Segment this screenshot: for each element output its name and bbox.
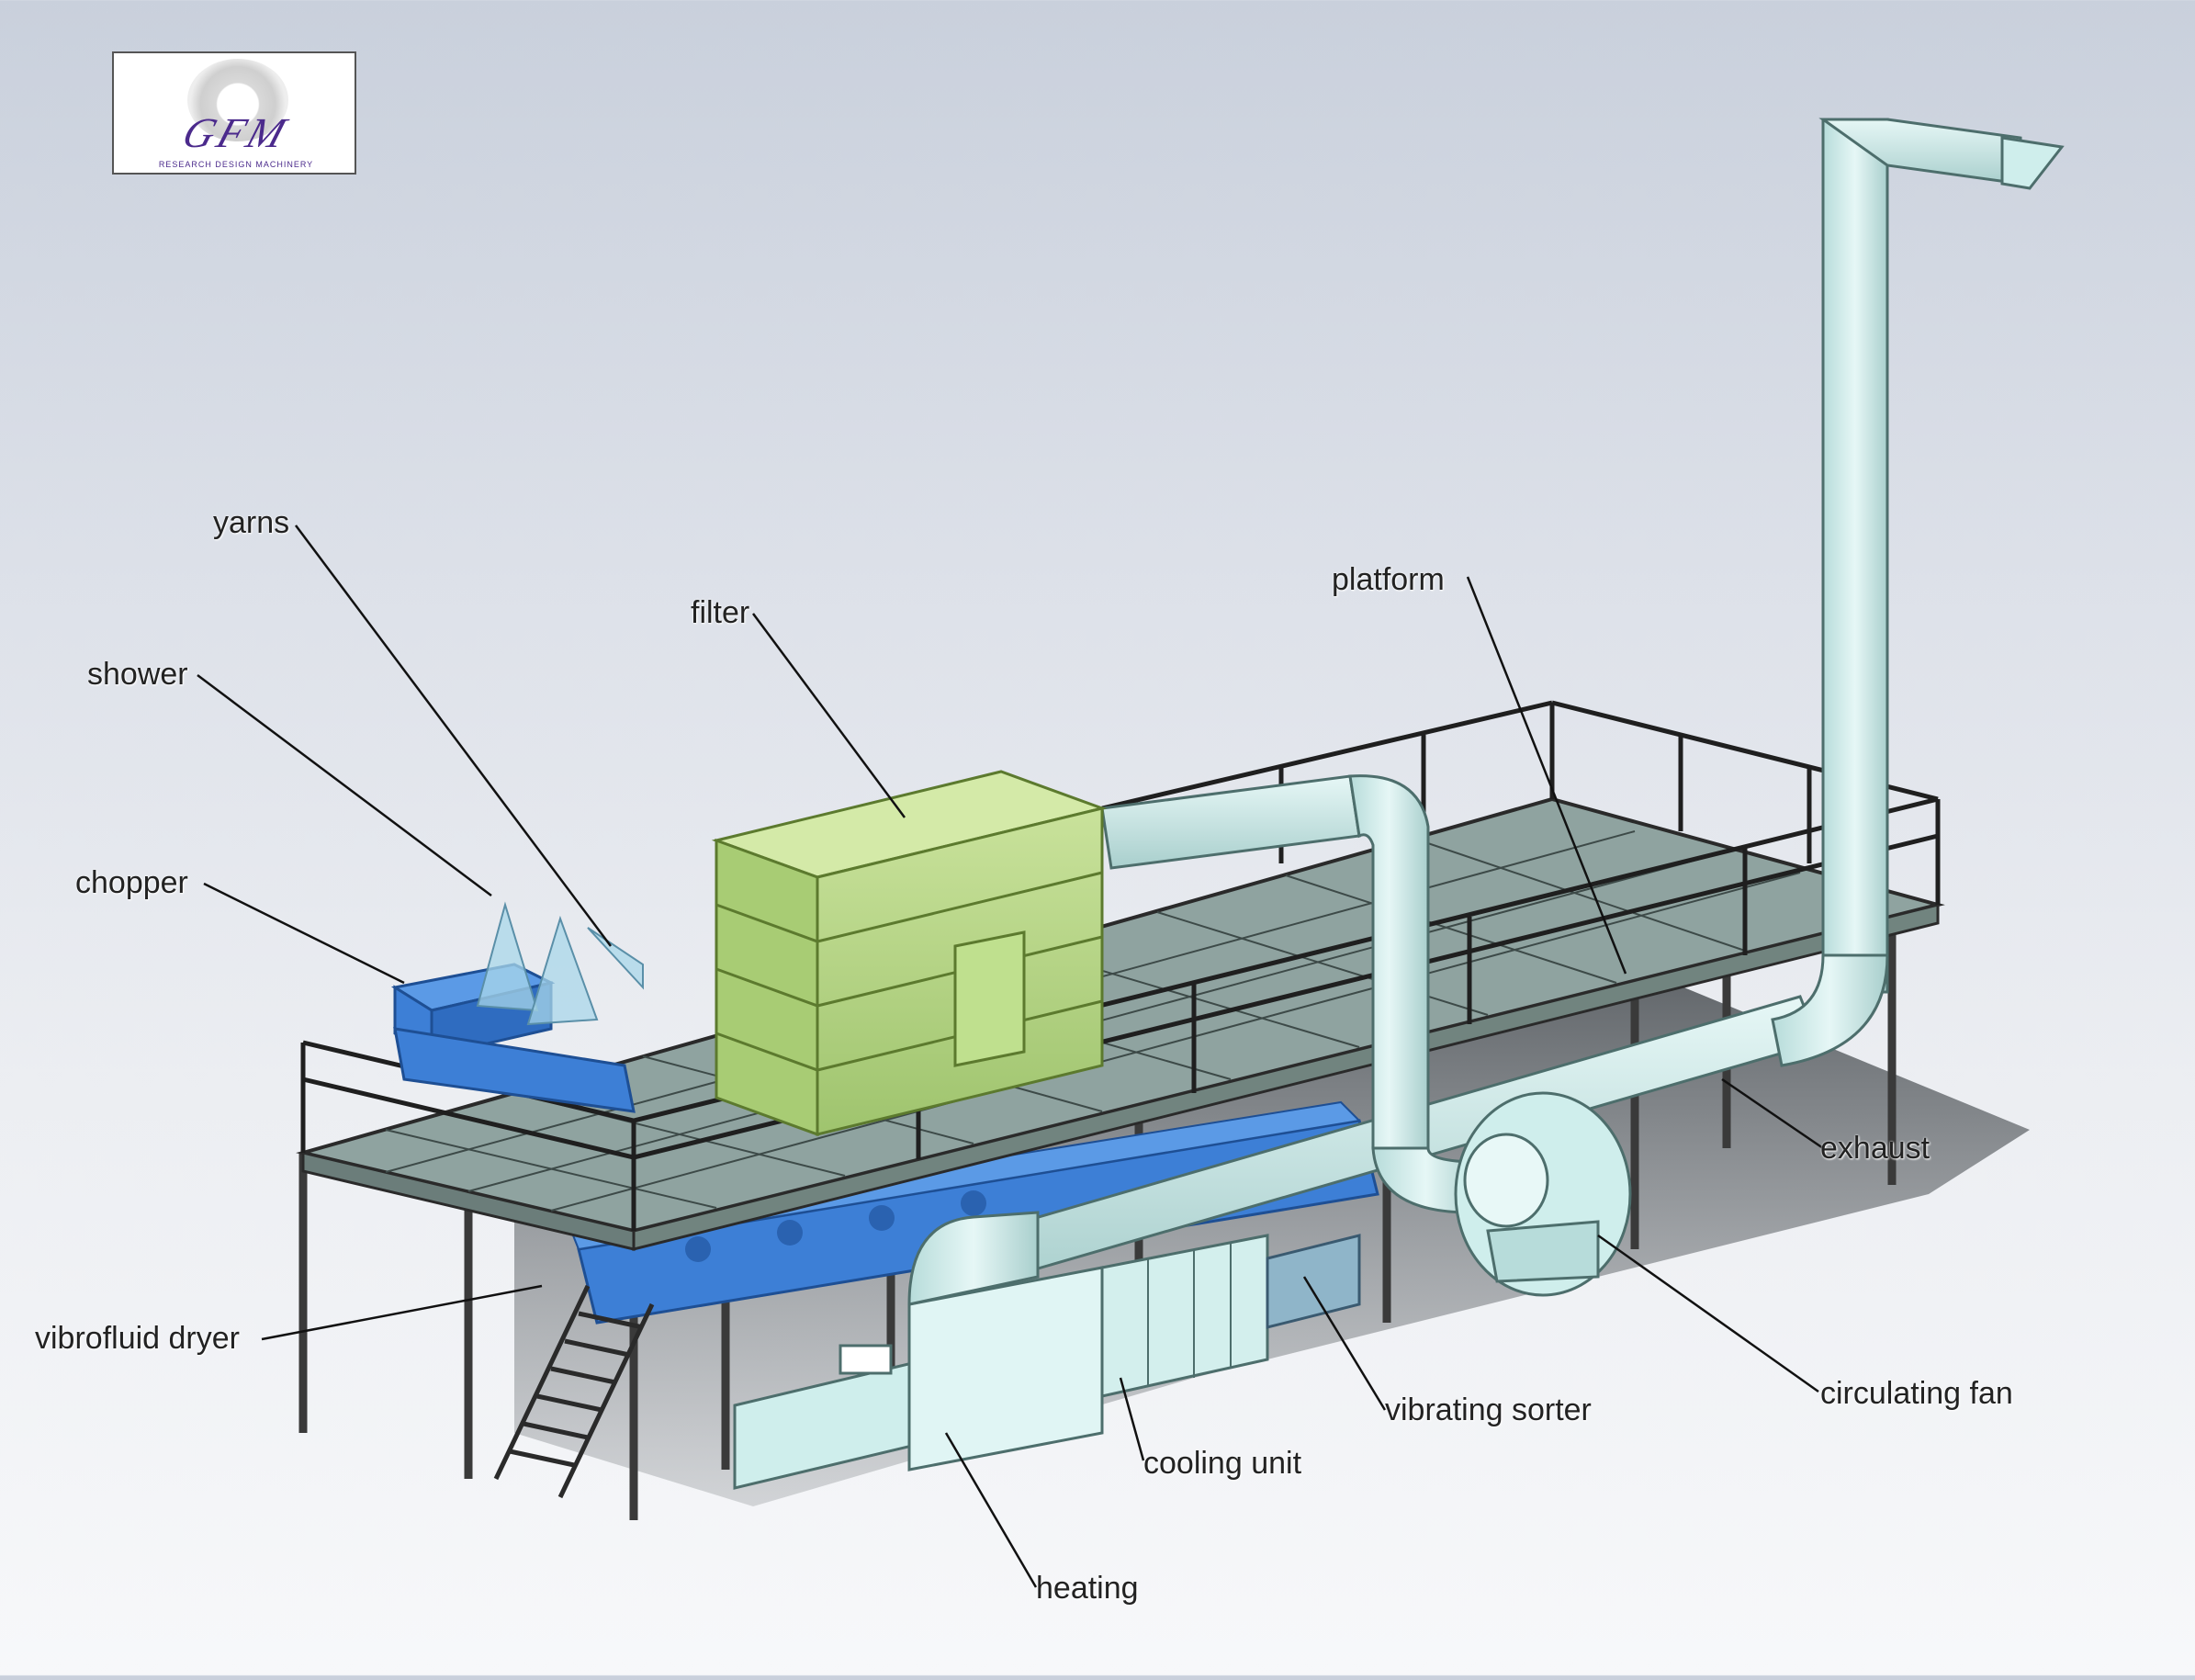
duct-system <box>925 118 2065 1297</box>
label-vibrating-sorter: vibrating sorter <box>1385 1392 1592 1427</box>
label-cooling-unit: cooling unit <box>1143 1446 1302 1481</box>
stairs <box>493 1284 655 1499</box>
leader-lines <box>197 524 1824 1588</box>
logo-tagline: RESEARCH DESIGN MACHINERY <box>158 160 314 169</box>
label-exhaust: exhaust <box>1820 1131 1930 1166</box>
heating-cooling-units <box>733 1211 1361 1490</box>
label-chopper: chopper <box>75 865 188 900</box>
logo-swirl-icon <box>187 59 288 141</box>
logo-mark: GFM <box>176 109 296 156</box>
label-yarns: yarns <box>213 505 290 540</box>
company-logo: GFM RESEARCH DESIGN MACHINERY <box>112 51 356 175</box>
label-vibrofluid-dryer: vibrofluid dryer <box>35 1321 240 1356</box>
label-heating: heating <box>1036 1571 1139 1606</box>
platform-deck <box>296 796 1945 1251</box>
circulating-fan-unit <box>1454 1091 1632 1297</box>
filter-box <box>711 770 1108 1137</box>
shower-cones <box>476 901 644 1026</box>
label-shower: shower <box>87 657 188 692</box>
label-filter: filter <box>691 595 750 630</box>
label-circulating-fan: circulating fan <box>1820 1376 2013 1411</box>
label-platform: platform <box>1332 562 1445 597</box>
